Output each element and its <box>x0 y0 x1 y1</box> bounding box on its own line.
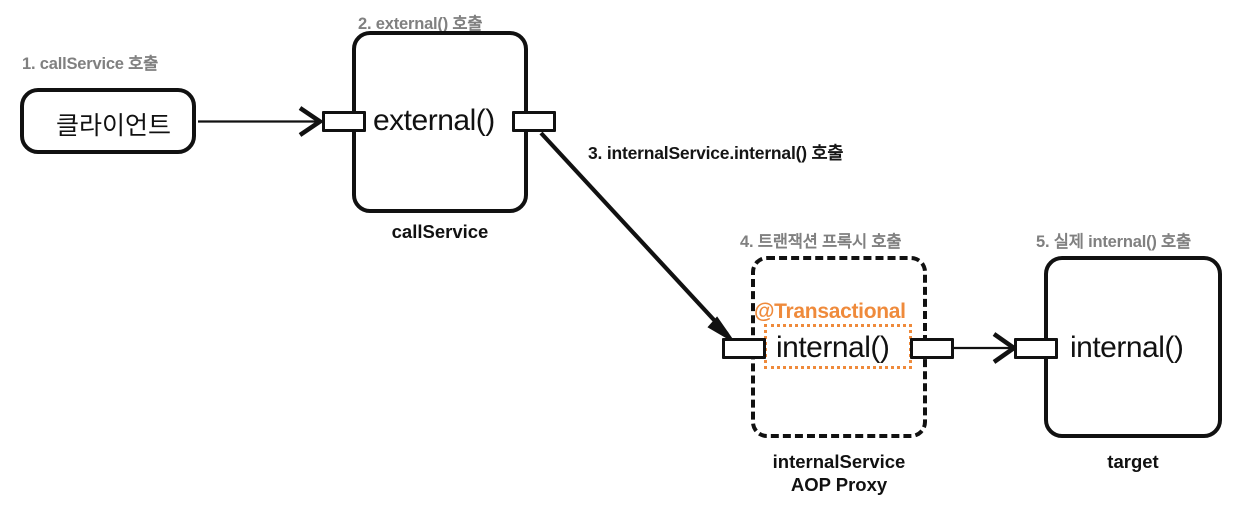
proxy-method-label: internal() <box>776 331 890 364</box>
caption-aop-proxy-line2: AOP Proxy <box>790 474 888 495</box>
caption-target: target <box>1107 451 1159 472</box>
port-call-service-out[interactable] <box>512 111 556 132</box>
port-call-service-in[interactable] <box>322 111 366 132</box>
port-proxy-in[interactable] <box>722 338 766 359</box>
step-label-2: 2. external() 호출 <box>358 15 483 33</box>
step-label-3: 3. internalService.internal() 호출 <box>588 143 844 163</box>
port-proxy-out[interactable] <box>910 338 954 359</box>
step-label-1: 1. callService 호출 <box>22 55 159 73</box>
call-service-method-label: external() <box>373 104 495 137</box>
port-target-in[interactable] <box>1014 338 1058 359</box>
caption-call-service: callService <box>391 221 489 242</box>
step-label-5: 5. 실제 internal() 호출 <box>1036 233 1192 251</box>
caption-aop-proxy-line1: internalService <box>772 451 906 472</box>
conn-client-to-external <box>198 106 325 137</box>
node-client[interactable] <box>20 88 196 154</box>
transactional-annotation-label: @Transactional <box>754 300 906 323</box>
client-label: 클라이언트 <box>56 112 172 140</box>
conn-proxy-to-target <box>950 332 1018 364</box>
step-label-4: 4. 트랜잭션 프록시 호출 <box>740 233 902 251</box>
node-target[interactable] <box>1044 256 1222 438</box>
target-method-label: internal() <box>1070 331 1184 364</box>
